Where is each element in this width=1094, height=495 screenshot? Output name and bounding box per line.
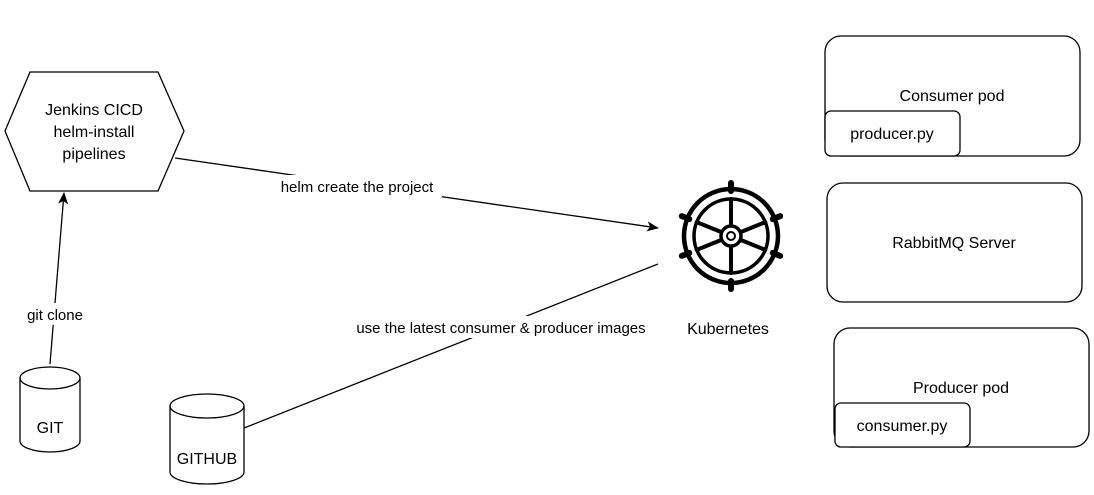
rabbitmq-node: RabbitMQ Server: [826, 182, 1083, 303]
github-label: GITHUB: [177, 451, 237, 468]
jenkins-label-line-2: helm-install: [54, 124, 135, 141]
consumer-py-box: [834, 402, 971, 448]
helm-wheel-icon: [678, 180, 784, 292]
kubernetes-node: Kubernetes: [678, 180, 784, 338]
edge-label-latest-images: use the latest consumer & producer image…: [356, 320, 645, 337]
jenkins-label-line-1: Jenkins CICD: [45, 102, 143, 119]
consumer-py-label: consumer.py: [857, 418, 948, 435]
kubernetes-label: Kubernetes: [687, 321, 769, 338]
producer-pod-node: Producer pod consumer.py: [833, 327, 1090, 448]
jenkins-node: Jenkins CICD helm-install pipelines: [4, 71, 185, 192]
consumer-pod-node: Consumer pod producer.py: [824, 35, 1081, 157]
git-node: GIT: [19, 366, 81, 453]
producer-py-label: producer.py: [850, 126, 934, 143]
producer-pod-label: Producer pod: [913, 380, 1009, 397]
edge-label-helm-create: helm create the project: [281, 179, 434, 196]
jenkins-label-line-3: pipelines: [62, 146, 125, 163]
git-label: GIT: [37, 420, 64, 437]
rabbitmq-label: RabbitMQ Server: [892, 235, 1016, 252]
edge-label-git-clone: git clone: [27, 307, 83, 324]
edge-github-to-kubernetes: [243, 263, 659, 429]
edge-git-to-jenkins: [49, 192, 69, 365]
producer-py-box: [824, 110, 961, 157]
consumer-pod-label: Consumer pod: [900, 88, 1005, 105]
github-node: GITHUB: [169, 393, 245, 485]
